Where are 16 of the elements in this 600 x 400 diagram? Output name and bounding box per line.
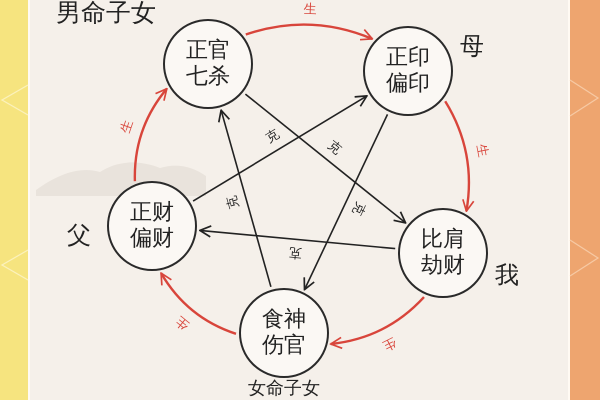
arrow — [134, 88, 168, 182]
arrow — [218, 109, 272, 288]
arrow — [444, 100, 474, 212]
arrow — [330, 296, 425, 349]
relation-label: 父 — [67, 223, 91, 247]
relation-label: 女命子女 — [248, 380, 320, 398]
arrow — [303, 114, 388, 290]
arrow — [160, 272, 236, 335]
relation-label: 我 — [495, 263, 519, 287]
arrow — [244, 93, 406, 224]
arrow — [198, 225, 396, 250]
arrow — [192, 95, 368, 202]
relation-label: 母 — [460, 34, 484, 58]
arrow — [245, 23, 374, 41]
edge-label: 生 — [302, 2, 318, 17]
relation-label: 男命子女 — [56, 0, 156, 25]
